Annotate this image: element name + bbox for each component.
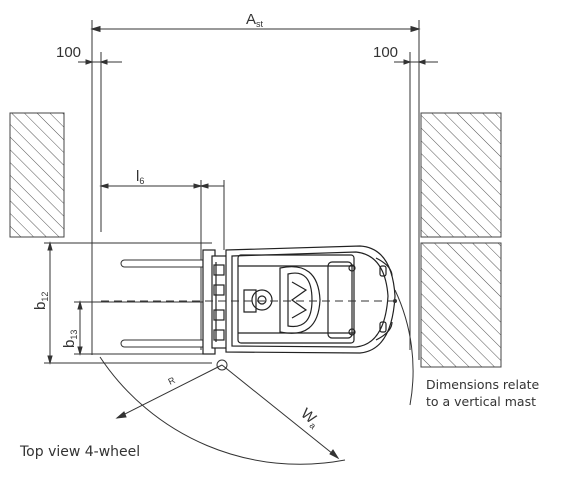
b13-label: b13 [61, 330, 79, 348]
outer-radius-arc [99, 356, 346, 465]
b12-dimension [44, 241, 212, 365]
dimensions-note: Dimensions relate to a vertical mast [426, 376, 539, 410]
fork-bottom [120, 339, 210, 348]
dimensions-note-line1: Dimensions relate [426, 377, 540, 392]
right-rack-top-block [420, 112, 502, 238]
diagram-caption: Top view 4-wheel [20, 444, 141, 460]
ast-dimension [90, 25, 421, 33]
clearance-left-label: 100 [56, 44, 81, 61]
clearance-right-label: 100 [373, 44, 398, 61]
rear-arc [394, 289, 414, 406]
wa-label: Wa [297, 405, 323, 431]
fork-top [120, 259, 210, 268]
forks [120, 259, 210, 348]
clearance-dimensions [78, 59, 438, 65]
right-rack-bottom-block [420, 242, 502, 368]
b12-label: b12 [32, 292, 50, 310]
r-label: R [166, 375, 177, 387]
rack-blocks [9, 112, 502, 368]
rear-pivot-marker [393, 299, 397, 303]
left-rack-block [9, 112, 65, 238]
radius-lines [115, 359, 340, 460]
turning-radius-arcs [99, 289, 414, 465]
aisle-walls [91, 20, 420, 360]
dimensions-note-line2: to a vertical mast [426, 394, 536, 409]
b13-dimension [74, 300, 212, 356]
forklift-truck [202, 245, 396, 355]
ast-label: Ast [246, 11, 264, 29]
l6-label: l6 [136, 168, 144, 186]
